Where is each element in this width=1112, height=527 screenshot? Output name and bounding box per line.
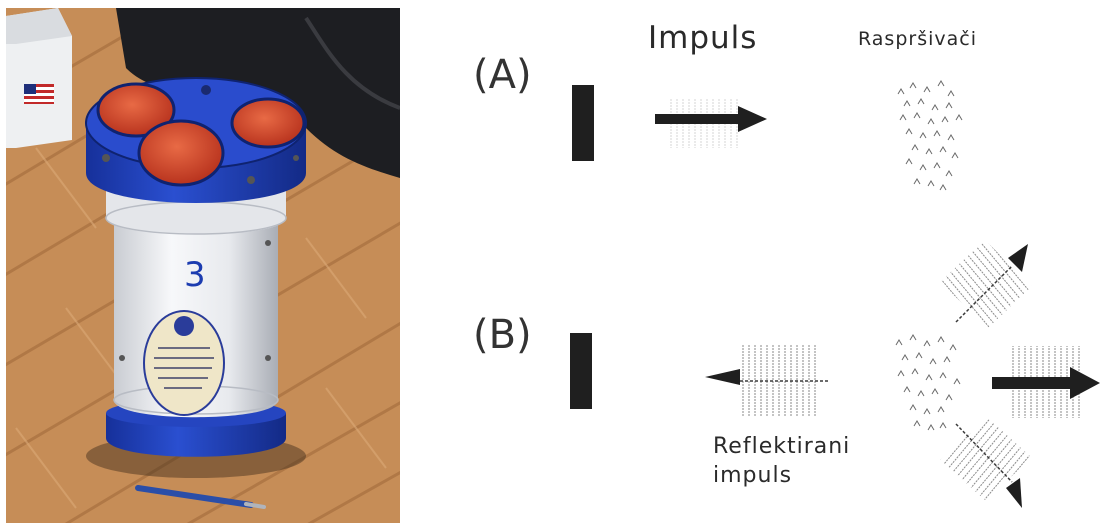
transducer-bar-a xyxy=(572,85,594,161)
scatterers-cloud-b xyxy=(895,334,961,431)
scatterers-cloud-a xyxy=(897,80,963,191)
instrument-photo: 3 xyxy=(6,8,400,523)
down-scatter-arrow-head xyxy=(1006,478,1022,508)
up-scatter-arrow-head xyxy=(1008,244,1028,272)
transducer-face xyxy=(230,97,306,149)
instrument-label-sticker xyxy=(143,310,225,416)
unit-number-marking: 3 xyxy=(184,255,206,295)
panel-a-label: (A) xyxy=(473,52,532,98)
reflected-pulse-wave xyxy=(730,345,830,417)
forward-arrow xyxy=(992,367,1100,399)
instrument-photo-drawing: 3 xyxy=(6,8,400,523)
panel-b-label: (B) xyxy=(473,312,532,358)
scattering-diagram: (A) Impuls Raspršivači (B) Reflektirani … xyxy=(400,0,1112,527)
transducer-face xyxy=(96,82,176,138)
pen xyxy=(135,485,266,509)
reflected-arrow-head xyxy=(705,369,740,385)
up-scatter-wave xyxy=(940,240,1032,328)
transducer-bar-b xyxy=(570,333,592,409)
down-scatter-wave xyxy=(940,418,1032,500)
transducer-head xyxy=(85,77,307,203)
scatterers-label: Raspršivači xyxy=(858,28,977,50)
reflected-pulse-label-line2: impuls xyxy=(713,462,793,488)
flag-icon xyxy=(24,84,54,104)
reflected-pulse-label-line1: Reflektirani xyxy=(713,434,851,459)
reflected-pulse-label: Reflektirani impuls xyxy=(713,433,850,490)
transducer-face xyxy=(137,119,225,187)
pulse-label: Impuls xyxy=(648,20,758,56)
diagram-graphics xyxy=(570,80,1100,508)
transmit-arrow-a xyxy=(655,106,767,132)
white-case xyxy=(6,8,72,148)
